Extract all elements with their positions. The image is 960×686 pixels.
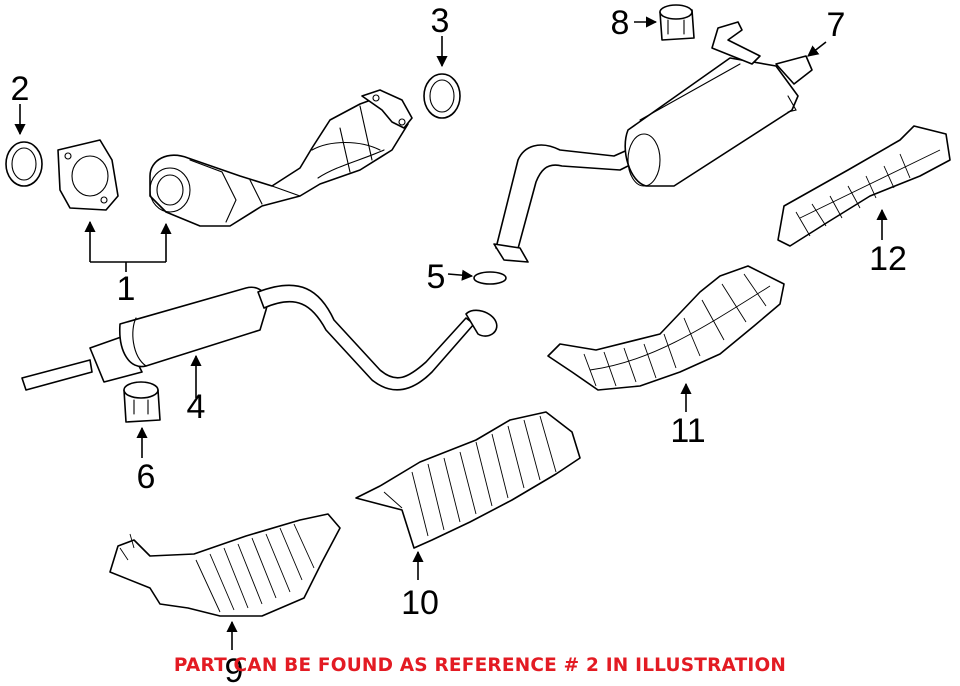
part-6-hanger[interactable] — [123, 381, 161, 458]
callout-6: 6 — [137, 458, 156, 496]
part-1-flange-gasket[interactable] — [57, 139, 119, 211]
part-1-catalytic-converter[interactable] — [149, 89, 413, 227]
callout-7: 7 — [827, 6, 846, 44]
callout-4: 4 — [187, 388, 206, 426]
part-4-center-pipe[interactable] — [21, 284, 498, 398]
callout-1: 1 — [117, 270, 136, 308]
part-10-heat-shield[interactable] — [355, 411, 581, 580]
callout-9: 9 — [225, 652, 244, 686]
callout-3: 3 — [431, 2, 450, 40]
callout-8: 8 — [611, 4, 630, 42]
callout-10: 10 — [401, 584, 439, 622]
part-1-leader — [84, 220, 172, 272]
reference-notice: PART CAN BE FOUND AS REFERENCE # 2 IN IL… — [173, 655, 787, 676]
callout-5: 5 — [427, 258, 446, 296]
part-12-heat-shield[interactable] — [777, 125, 951, 247]
part-3-gasket[interactable] — [423, 36, 461, 119]
part-5-gasket[interactable] — [447, 269, 507, 285]
part-2-gasket[interactable] — [5, 141, 43, 187]
part-8-hanger[interactable] — [634, 4, 695, 41]
callout-2: 2 — [11, 70, 30, 108]
part-9-heat-shield[interactable] — [109, 513, 341, 650]
part-11-heat-shield[interactable] — [547, 265, 785, 412]
callout-12: 12 — [869, 240, 907, 278]
callout-11: 11 — [670, 412, 705, 450]
part-7-muffler[interactable] — [493, 21, 827, 263]
